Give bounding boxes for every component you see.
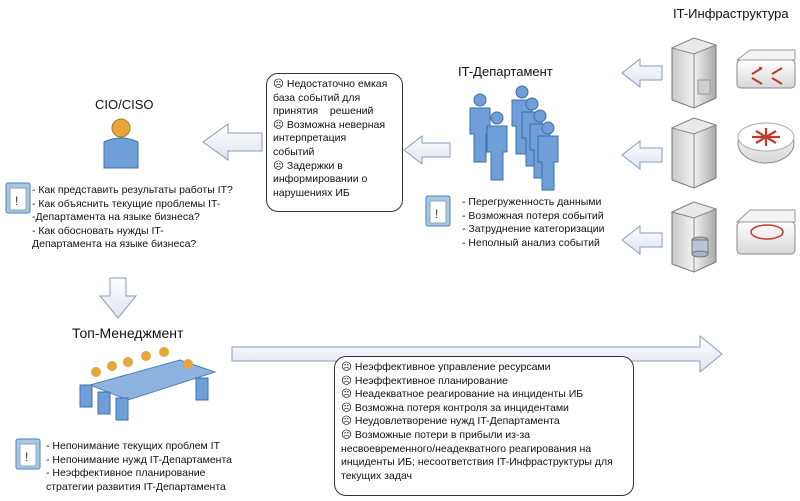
- issue-item: - Возможная потеря событий: [462, 209, 604, 222]
- consequence-line: несвоевременного/неадекватного реагирова…: [341, 442, 592, 455]
- consequence-line: текущих задач: [341, 469, 413, 482]
- event-problem-line: ☹ Возможна неверная: [273, 118, 386, 131]
- consequence-line: ☹ Неэффективное планирование: [341, 374, 508, 387]
- top-management-title: Топ-Менеджмент: [72, 325, 184, 341]
- consequence-line: ☹ Неадекватное реагирование на инциденты…: [341, 388, 584, 401]
- question-item: -Департамента на языке бизнеса?: [32, 211, 200, 224]
- event-problem-line: принятия решений: [273, 105, 374, 118]
- clipboard-icon: !: [5, 182, 31, 214]
- consequence-line: инциденты ИБ; несоответствия IT-Инфрастр…: [341, 456, 613, 469]
- server-icon: [670, 117, 718, 189]
- question-item: - Как объяснить текущие проблемы IT-: [32, 197, 221, 210]
- svg-text:!: !: [15, 194, 18, 208]
- server-icon: [670, 37, 718, 109]
- cio-questions: - Как представить результаты работы IT? …: [32, 184, 233, 252]
- it-department-issues: - Перегруженность данными - Возможная по…: [462, 196, 605, 250]
- consequences-box: ☹ Неэффективное управление ресурсами ☹ Н…: [334, 356, 634, 496]
- event-problem-line: база событий для: [273, 91, 361, 104]
- cio-ciso-title: CIO/CISO: [95, 97, 154, 112]
- event-problem-line: интерпретация: [273, 132, 347, 145]
- it-infrastructure-title: IT-Инфраструктура: [673, 6, 789, 21]
- event-problem-line: ☹ Задержки в: [273, 159, 343, 172]
- meeting-table-icon: [79, 347, 217, 421]
- firewall-icon: [735, 209, 796, 255]
- consequence-line: ☹ Возможна потеря контроля за инцидентам…: [341, 401, 569, 414]
- event-problem-line: событий: [273, 145, 315, 158]
- event-problems-box: ☹ Недостаточно емкая база событий для пр…: [266, 73, 403, 212]
- router-icon: [737, 122, 795, 164]
- svg-text:!: !: [25, 450, 28, 464]
- event-problem-line: нарушениях ИБ: [273, 186, 350, 199]
- clipboard-icon: !: [15, 438, 41, 470]
- consequence-line: ☹ Неудовлетворение нужд IT-Департамента: [341, 415, 560, 428]
- network-switch-icon: [735, 49, 796, 89]
- event-problem-line: информировании о: [273, 173, 368, 186]
- cio-person-icon: [103, 118, 139, 169]
- issue-item: - Непонимание нужд IT-Департамента: [46, 453, 232, 466]
- arrow-left-icon: [403, 134, 451, 166]
- clipboard-icon: !: [425, 195, 451, 227]
- issue-item: - Неполный анализ событий: [462, 236, 600, 249]
- arrow-left-icon: [202, 123, 263, 161]
- issue-item: - Неэффективное планирование: [46, 467, 206, 480]
- consequence-line: ☹ Неэффективное управление ресурсами: [341, 361, 551, 373]
- server-icon: [670, 201, 718, 273]
- top-management-issues: - Непонимание текущих проблем IT - Непон…: [46, 440, 232, 494]
- it-team-icon: [469, 85, 559, 191]
- question-item: Департамента на языке бизнеса?: [32, 238, 197, 251]
- it-department-title: IT-Департамент: [458, 64, 553, 79]
- issue-item: - Затруднение категоризации: [462, 223, 605, 236]
- question-item: - Как обосновать нужды IT-: [32, 224, 164, 237]
- arrow-down-icon: [98, 277, 138, 319]
- issue-item: - Непонимание текущих проблем IT: [46, 440, 221, 452]
- arrow-left-icon: [621, 139, 663, 171]
- arrow-right-icon: [231, 334, 723, 374]
- consequence-line: ☹ Возможные потери в прибыли из-за: [341, 428, 531, 441]
- question-item: - Как представить результаты работы IT?: [32, 184, 233, 196]
- arrow-left-icon: [621, 57, 663, 89]
- event-problem-line: ☹ Недостаточно емкая: [273, 78, 388, 90]
- issue-item: стратегии развития IT-Департамента: [46, 480, 226, 493]
- issue-item: - Перегруженность данными: [462, 196, 602, 208]
- arrow-left-icon: [621, 224, 663, 256]
- svg-text:!: !: [435, 207, 438, 221]
